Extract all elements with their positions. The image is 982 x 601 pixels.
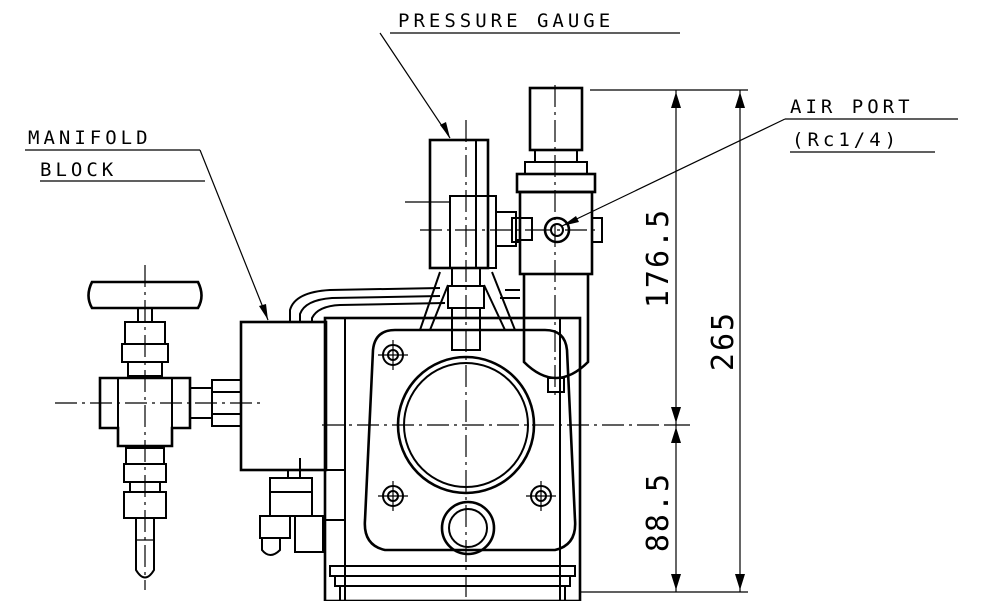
dimension-upper-value: 176.5 bbox=[641, 208, 676, 308]
bolt-hole bbox=[526, 481, 556, 511]
manifold-label-line2: BLOCK bbox=[40, 159, 117, 181]
needle-valve bbox=[87, 280, 242, 579]
manifold-block bbox=[239, 287, 446, 556]
dimension-lower-value: 88.5 bbox=[641, 472, 676, 552]
bolt-hole bbox=[378, 340, 408, 370]
pressure-gauge-label: PRESSURE GAUGE bbox=[398, 10, 614, 32]
air-port-label-line2: (Rc1/4) bbox=[792, 129, 900, 151]
air-regulator bbox=[500, 86, 603, 393]
pump-body bbox=[323, 316, 582, 601]
manifold-label-line1: MANIFOLD bbox=[28, 127, 152, 149]
pressure-gauge bbox=[405, 138, 533, 351]
dimension-total-value: 265 bbox=[706, 311, 741, 371]
leader-lines bbox=[25, 32, 958, 321]
air-port-label-line1: AIR PORT bbox=[790, 96, 914, 118]
dimension-lines bbox=[580, 89, 748, 593]
bolt-hole bbox=[378, 481, 408, 511]
